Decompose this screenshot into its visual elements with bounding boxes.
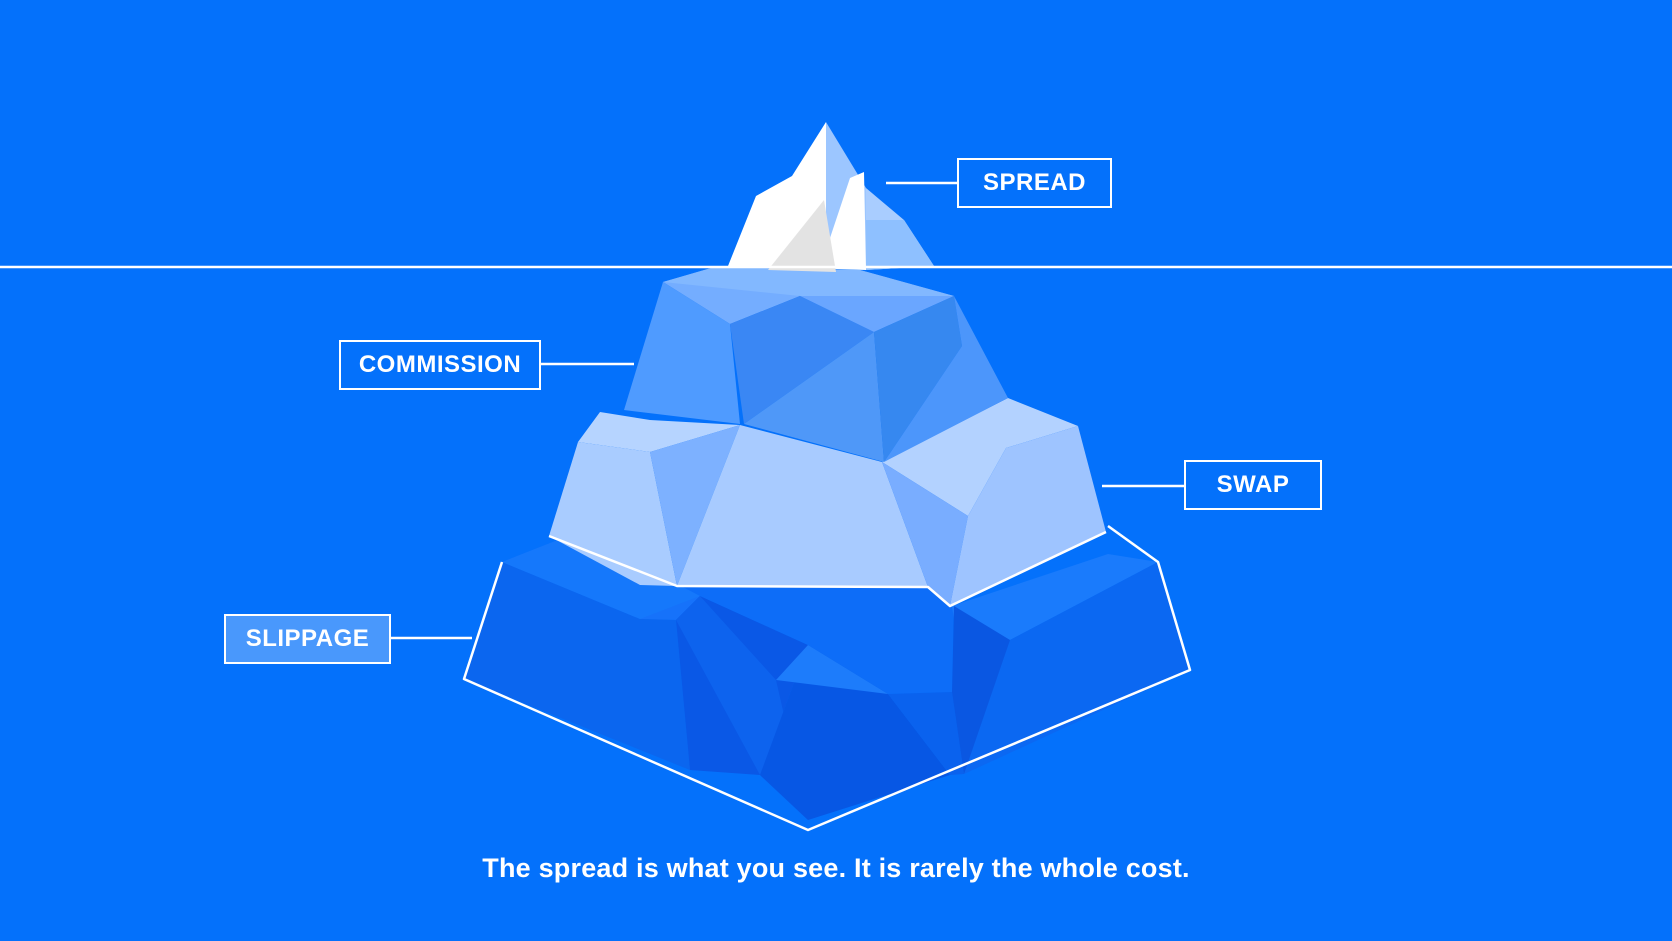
slippage-label: SLIPPAGE <box>224 614 391 664</box>
iceberg-tier-slippage <box>462 524 1192 832</box>
caption-text: The spread is what you see. It is rarely… <box>482 853 1190 883</box>
swap-label: SWAP <box>1184 460 1322 510</box>
iceberg-tier-commission <box>624 266 1008 462</box>
iceberg-tier-swap <box>548 398 1107 608</box>
iceberg-tip-spread <box>728 122 934 272</box>
spread-label: SPREAD <box>957 158 1112 208</box>
commission-label: COMMISSION <box>339 340 541 390</box>
